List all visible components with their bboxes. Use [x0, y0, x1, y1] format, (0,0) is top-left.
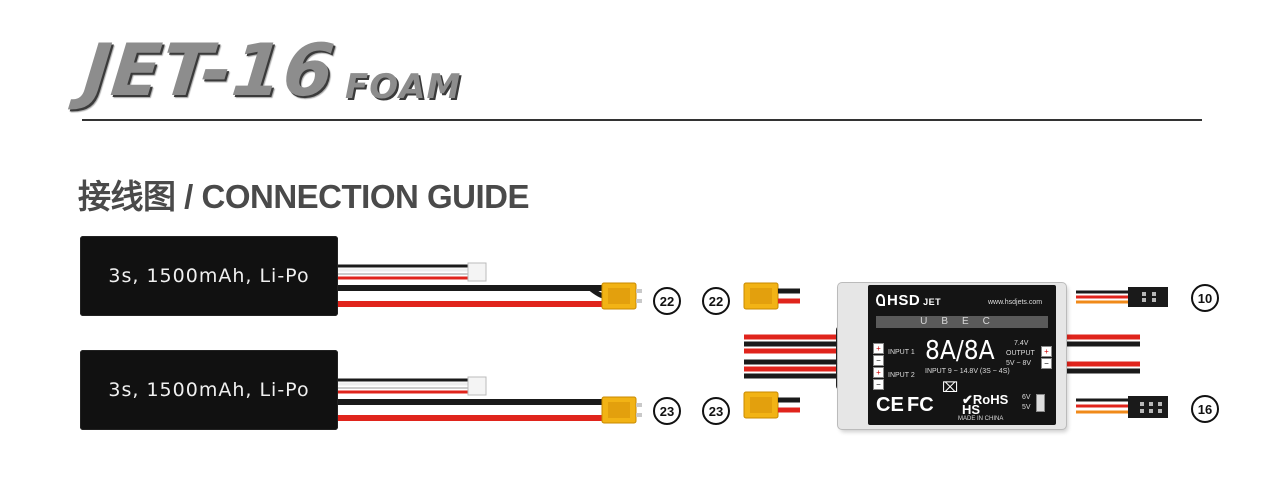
- callout-23-battery: 23: [653, 397, 681, 425]
- ubec-output-wires: [1064, 334, 1140, 374]
- output-label: OUTPUT: [1006, 350, 1035, 357]
- voltage-jumper[interactable]: [1036, 394, 1045, 412]
- battery-pack-2: 3s, 1500mAh, Li-Po: [80, 350, 338, 430]
- battery-1-main-lead: [338, 285, 605, 307]
- voltage-select-6v: 6V: [1022, 394, 1031, 401]
- ubec-website: www.hsdjets.com: [988, 299, 1043, 306]
- input2-plus-marker: +: [873, 367, 884, 378]
- made-in-label: MADE IN CHINA: [958, 416, 1004, 422]
- output-voltage: 7.4V: [1014, 340, 1029, 347]
- weee-bin-icon: ⌧: [942, 379, 959, 395]
- ubec-input-connector-1: [743, 282, 800, 310]
- callout-22-ubec: 22: [702, 287, 730, 315]
- callout-23-ubec: 23: [702, 397, 730, 425]
- input2-minus-marker: −: [873, 379, 884, 390]
- input1-minus-marker: −: [873, 355, 884, 366]
- xt60-connector-1: [601, 282, 642, 310]
- servo-lead-16: [1045, 392, 1168, 418]
- battery-1-balance-lead: [338, 262, 487, 282]
- input1-label: INPUT 1: [888, 349, 915, 356]
- connection-guide-heading: 接线图 / CONNECTION GUIDE: [78, 178, 530, 215]
- input2-label: INPUT 2: [888, 372, 915, 379]
- ubec-input-range: INPUT 9 ~ 14.8V (3S ~ 4S): [925, 368, 1010, 375]
- page-subtitle: FOAM: [345, 67, 462, 107]
- battery-2-main-lead: [338, 399, 604, 421]
- output-range: 5V ~ 8V: [1006, 360, 1032, 367]
- ubec-label-face: [868, 285, 1056, 425]
- callout-22-battery: 22: [653, 287, 681, 315]
- ubec-input-wires: [744, 334, 840, 379]
- callout-16: 16: [1191, 395, 1219, 423]
- battery-2-balance-lead: [338, 376, 487, 396]
- voltage-select-5v: 5V: [1022, 404, 1031, 411]
- output1-minus-marker: −: [1041, 358, 1052, 369]
- input1-plus-marker: +: [873, 343, 884, 354]
- callout-10: 10: [1191, 284, 1219, 312]
- rohs-mark: ✔RoHS: [962, 392, 1009, 407]
- battery-1-label: 3s, 1500mAh, Li-Po: [108, 265, 310, 287]
- ubec-strip: UBEC: [876, 316, 1048, 328]
- ce-mark: CE: [876, 394, 904, 416]
- ubec-brand-suffix: JET: [923, 297, 942, 307]
- header-divider: [82, 119, 1202, 121]
- rohs-text: RoHS: [972, 392, 1009, 407]
- servo-lead-10: [1076, 287, 1168, 307]
- output1-plus-marker: +: [1041, 346, 1052, 357]
- battery-pack-1: 3s, 1500mAh, Li-Po: [80, 236, 338, 316]
- hs-mark: HS: [962, 402, 981, 417]
- battery-2-label: 3s, 1500mAh, Li-Po: [108, 379, 310, 401]
- hsd-logo-icon: [876, 294, 885, 306]
- ubec-input-connector-2: [743, 391, 800, 419]
- ubec-rating: 8A/8A: [925, 336, 995, 366]
- ubec-brand-name: HSD: [887, 292, 921, 309]
- fcc-mark: FC: [907, 394, 934, 416]
- xt60-connector-2: [601, 396, 642, 424]
